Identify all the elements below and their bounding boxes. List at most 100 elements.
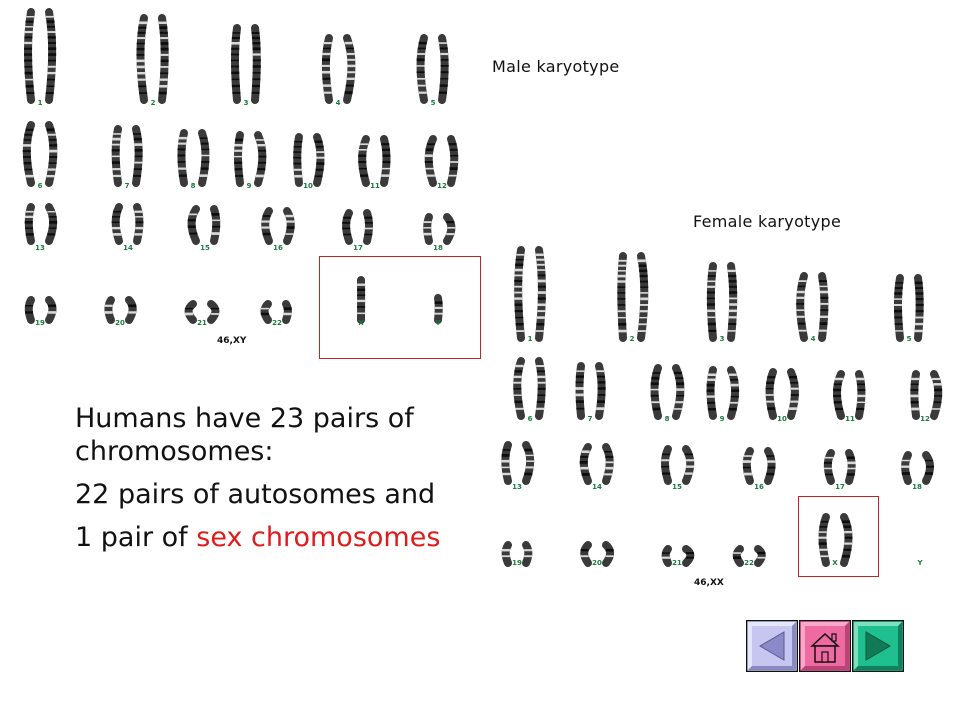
male-label-10: 10 bbox=[303, 182, 313, 190]
female-label-15: 15 bbox=[672, 483, 682, 491]
female-chromosome-2-a bbox=[617, 252, 627, 342]
male-chromosome-6-a bbox=[22, 121, 35, 187]
male-label-15: 15 bbox=[200, 244, 210, 252]
female-chromosome-5-b bbox=[914, 274, 924, 342]
male-chromosome-18-a bbox=[423, 213, 433, 245]
male-chromosome-14-a bbox=[111, 203, 123, 245]
female-chromosome-22-a bbox=[732, 545, 744, 567]
female-chromosome-16-a bbox=[742, 447, 754, 485]
female-sex-chromosomes-box bbox=[798, 496, 879, 577]
male-sex-chromosomes-box bbox=[319, 256, 481, 359]
male-chromosome-7-a bbox=[111, 125, 122, 187]
male-chromosome-11-a bbox=[358, 135, 370, 187]
female-chromosome-5-a bbox=[893, 274, 904, 342]
female-chromosome-17-b bbox=[845, 449, 856, 485]
home-button[interactable] bbox=[799, 620, 851, 672]
female-chromosome-17-a bbox=[823, 449, 835, 485]
next-button[interactable] bbox=[852, 620, 904, 672]
male-chromosome-3-b bbox=[251, 24, 261, 104]
male-label-13: 13 bbox=[35, 244, 45, 252]
male-chromosome-13-a bbox=[24, 203, 35, 245]
male-label-2: 2 bbox=[151, 99, 156, 107]
male-chromosome-10-a bbox=[293, 133, 303, 187]
female-chromosome-22-b bbox=[754, 545, 766, 567]
female-chromosome-3-a bbox=[706, 262, 717, 342]
female-chromosome-6-a bbox=[513, 357, 525, 420]
male-chromosome-2-a bbox=[136, 14, 148, 104]
female-label-X: X bbox=[832, 559, 838, 567]
male-label-8: 8 bbox=[191, 182, 196, 190]
male-chromosome-1-b bbox=[45, 8, 57, 104]
female-label-16: 16 bbox=[754, 483, 764, 491]
text-line-2: 22 pairs of autosomes and bbox=[75, 479, 436, 510]
female-label-14: 14 bbox=[592, 483, 602, 491]
male-label-7: 7 bbox=[125, 182, 130, 190]
male-chromosome-17-b bbox=[363, 209, 373, 245]
female-label-11: 11 bbox=[845, 415, 855, 423]
male-chromosome-20-a bbox=[104, 296, 115, 324]
female-label-Y: Y bbox=[916, 559, 923, 567]
male-label-5: 5 bbox=[431, 99, 436, 107]
female-label-22: 22 bbox=[744, 559, 754, 567]
male-chromosome-21-a bbox=[184, 300, 197, 324]
female-label-9: 9 bbox=[720, 415, 725, 423]
female-chromosome-9-b bbox=[727, 366, 740, 420]
female-label-3: 3 bbox=[720, 335, 725, 343]
female-chromosome-7-a bbox=[575, 362, 585, 420]
male-label-Y: Y bbox=[434, 319, 441, 327]
female-chromosome-X-a bbox=[818, 513, 830, 567]
female-chromosome-13-b bbox=[522, 441, 535, 485]
male-label-11: 11 bbox=[370, 182, 380, 190]
male-chromosome-15-a bbox=[187, 205, 200, 245]
female-karyotype-code: 46,XX bbox=[694, 578, 724, 588]
male-label-16: 16 bbox=[273, 244, 283, 252]
female-chromosome-9-a bbox=[706, 366, 717, 420]
female-chromosome-1-b bbox=[535, 246, 546, 342]
male-chromosome-X bbox=[357, 276, 366, 324]
male-label-14: 14 bbox=[123, 244, 133, 252]
female-chromosome-19-b bbox=[522, 541, 533, 567]
female-label-20: 20 bbox=[592, 559, 602, 567]
male-label-4: 4 bbox=[336, 99, 341, 107]
female-chromosome-20-a bbox=[580, 541, 592, 567]
sex-chromosomes-highlight: sex chromosomes bbox=[196, 522, 441, 553]
text-line-1: Humans have 23 pairs of chromosomes: bbox=[75, 403, 414, 467]
female-chromosome-15-b bbox=[682, 445, 695, 485]
male-label-21: 21 bbox=[197, 319, 207, 327]
text-line-3: 1 pair of sex chromosomes bbox=[75, 521, 475, 554]
male-chromosome-6-b bbox=[45, 121, 58, 187]
female-chromosome-11-a bbox=[833, 370, 845, 420]
male-chromosome-12-b bbox=[447, 135, 459, 187]
back-arrow-icon bbox=[746, 620, 798, 672]
female-chromosome-14-b bbox=[602, 443, 614, 485]
male-chromosome-20-b bbox=[125, 296, 137, 324]
male-chromosome-9-b bbox=[254, 131, 267, 187]
female-chromosome-2-b bbox=[637, 252, 649, 342]
female-label-8: 8 bbox=[665, 415, 670, 423]
male-chromosome-12-a bbox=[424, 135, 437, 187]
male-chromosome-17-a bbox=[342, 209, 353, 245]
female-chromosome-4-a bbox=[796, 272, 808, 342]
female-chromosome-13-a bbox=[501, 441, 512, 485]
male-karyotype-code: 46,XY bbox=[217, 336, 247, 346]
female-label-13: 13 bbox=[512, 483, 522, 491]
female-chromosome-8-b bbox=[672, 364, 685, 420]
male-label-19: 19 bbox=[35, 319, 45, 327]
female-chromosome-16-b bbox=[764, 447, 776, 485]
male-chromosome-5-b bbox=[438, 34, 449, 104]
female-chromosome-20-b bbox=[602, 541, 615, 567]
male-chromosome-3-a bbox=[230, 24, 241, 104]
male-label-1: 1 bbox=[38, 99, 43, 107]
male-chromosome-5-a bbox=[416, 34, 428, 104]
male-label-6: 6 bbox=[38, 182, 43, 190]
female-chromosome-11-b bbox=[855, 370, 866, 420]
female-chromosome-12-b bbox=[930, 370, 943, 420]
male-chromosome-22-a bbox=[260, 300, 272, 324]
male-chromosome-19-a bbox=[24, 296, 35, 324]
female-chromosome-4-b bbox=[818, 272, 829, 342]
female-label-12: 12 bbox=[920, 415, 930, 423]
back-button[interactable] bbox=[746, 620, 798, 672]
